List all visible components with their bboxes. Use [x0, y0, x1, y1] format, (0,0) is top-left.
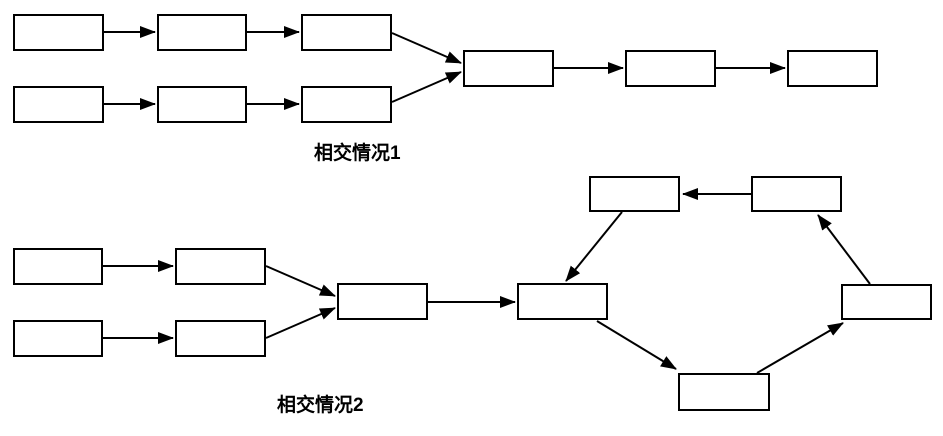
arrow-intersection-case-1-b3-to-m1 — [391, 71, 462, 103]
arrow-intersection-case-2-bottom-to-right — [756, 322, 844, 374]
node-intersection-case-1-a2 — [157, 14, 247, 51]
arrow-intersection-case-2-l2-to-merge — [265, 265, 336, 297]
node-intersection-case-2-entry — [517, 283, 608, 320]
node-intersection-case-2-l2 — [175, 248, 266, 285]
node-intersection-case-2-l4 — [175, 320, 266, 357]
node-intersection-case-2-bottom — [678, 373, 770, 411]
node-intersection-case-2-l1 — [13, 248, 103, 285]
arrow-intersection-case-1-a3-to-m1 — [391, 32, 462, 64]
node-intersection-case-1-m1 — [463, 50, 554, 87]
node-intersection-case-2-right — [841, 284, 932, 320]
node-intersection-case-1-b1 — [13, 86, 104, 123]
node-intersection-case-2-merge — [337, 283, 428, 320]
node-intersection-case-2-l3 — [13, 320, 103, 357]
node-intersection-case-1-a3 — [301, 14, 392, 51]
arrow-intersection-case-2-entry-to-bottom — [596, 320, 677, 370]
node-intersection-case-1-m2 — [625, 50, 716, 87]
caption-intersection-case-1: 相交情况1 — [314, 143, 401, 164]
node-intersection-case-1-b2 — [157, 86, 247, 123]
caption-intersection-case-2: 相交情况2 — [277, 395, 364, 416]
node-intersection-case-1-b3 — [301, 86, 392, 123]
node-intersection-case-1-a1 — [13, 14, 104, 51]
edge-group — [103, 26, 871, 374]
arrow-intersection-case-2-top-left-to-entry — [565, 211, 623, 282]
arrow-intersection-case-2-right-to-top-right — [817, 214, 871, 285]
node-intersection-case-2-top-left — [589, 176, 680, 212]
node-intersection-case-1-m3 — [787, 50, 878, 87]
arrow-intersection-case-2-l4-to-merge — [265, 307, 336, 339]
node-intersection-case-2-top-right — [751, 176, 842, 212]
